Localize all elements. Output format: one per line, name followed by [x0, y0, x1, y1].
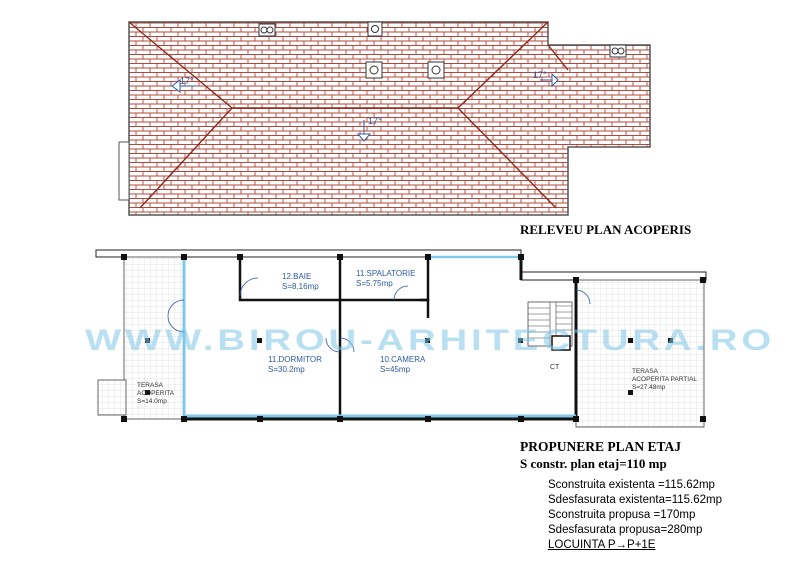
stat-line: Sconstruita propusa =170mp [548, 509, 696, 521]
ct-label: CT [550, 364, 560, 371]
room-name: TERASA [137, 382, 164, 389]
room-name: 11.DORMITOR [268, 355, 322, 364]
conversion-label: LOCUINTA P→P+1E [548, 539, 656, 551]
roof-vent [367, 21, 383, 37]
room-name: 11.SPALATORIE [356, 269, 415, 278]
roof-vent [609, 44, 627, 58]
room-subname: ACOPERITA PARTIAL [632, 376, 697, 383]
room-name: TERASA [632, 368, 659, 375]
roof-plan-title: RELEVEU PLAN ACOPERIS [520, 222, 692, 237]
room-area: S=30.2mp [268, 365, 305, 374]
slope-arrow [356, 120, 372, 142]
room-area: S=27.48mp [632, 384, 666, 391]
roof-plan: 17° 17° 17° [118, 21, 651, 216]
floor-plan-subtitle: S constr. plan etaj=110 mp [520, 456, 667, 471]
room-name: 10.CAMERA [380, 355, 426, 364]
floor-plan: CT [95, 249, 707, 428]
room-labels: 12.BAIE S=8.16mp 11.SPALATORIE S=5.75mp … [137, 269, 697, 405]
watermark: WWW.BIROU-ARHITECTURA.RO [85, 324, 775, 357]
room-area: S=8.16mp [282, 282, 319, 291]
slope-label: 17° [533, 70, 547, 80]
room-area: S=5.75mp [356, 279, 393, 288]
staircase [527, 301, 573, 351]
roof-vent [427, 61, 445, 79]
stat-line: Sdesfasurata propusa=280mp [548, 524, 703, 536]
slope-arrow [171, 79, 196, 93]
slope-arrow [540, 72, 559, 88]
room-name: 12.BAIE [282, 272, 311, 281]
slope-label: 17° [180, 76, 194, 86]
stat-line: Sconstruita existenta =115.62mp [548, 479, 715, 491]
roof-vent [258, 23, 276, 37]
room-area: S=14.0mp [137, 398, 167, 405]
stat-line: Sdesfasurata existenta=115.62mp [548, 494, 722, 506]
room-subname: ACOPERITA [137, 390, 175, 397]
room-area: S=45mp [380, 365, 411, 374]
slope-label: 17° [368, 116, 382, 126]
floor-plan-title: PROPUNERE PLAN ETAJ [520, 439, 682, 454]
roof-vent [365, 61, 383, 79]
